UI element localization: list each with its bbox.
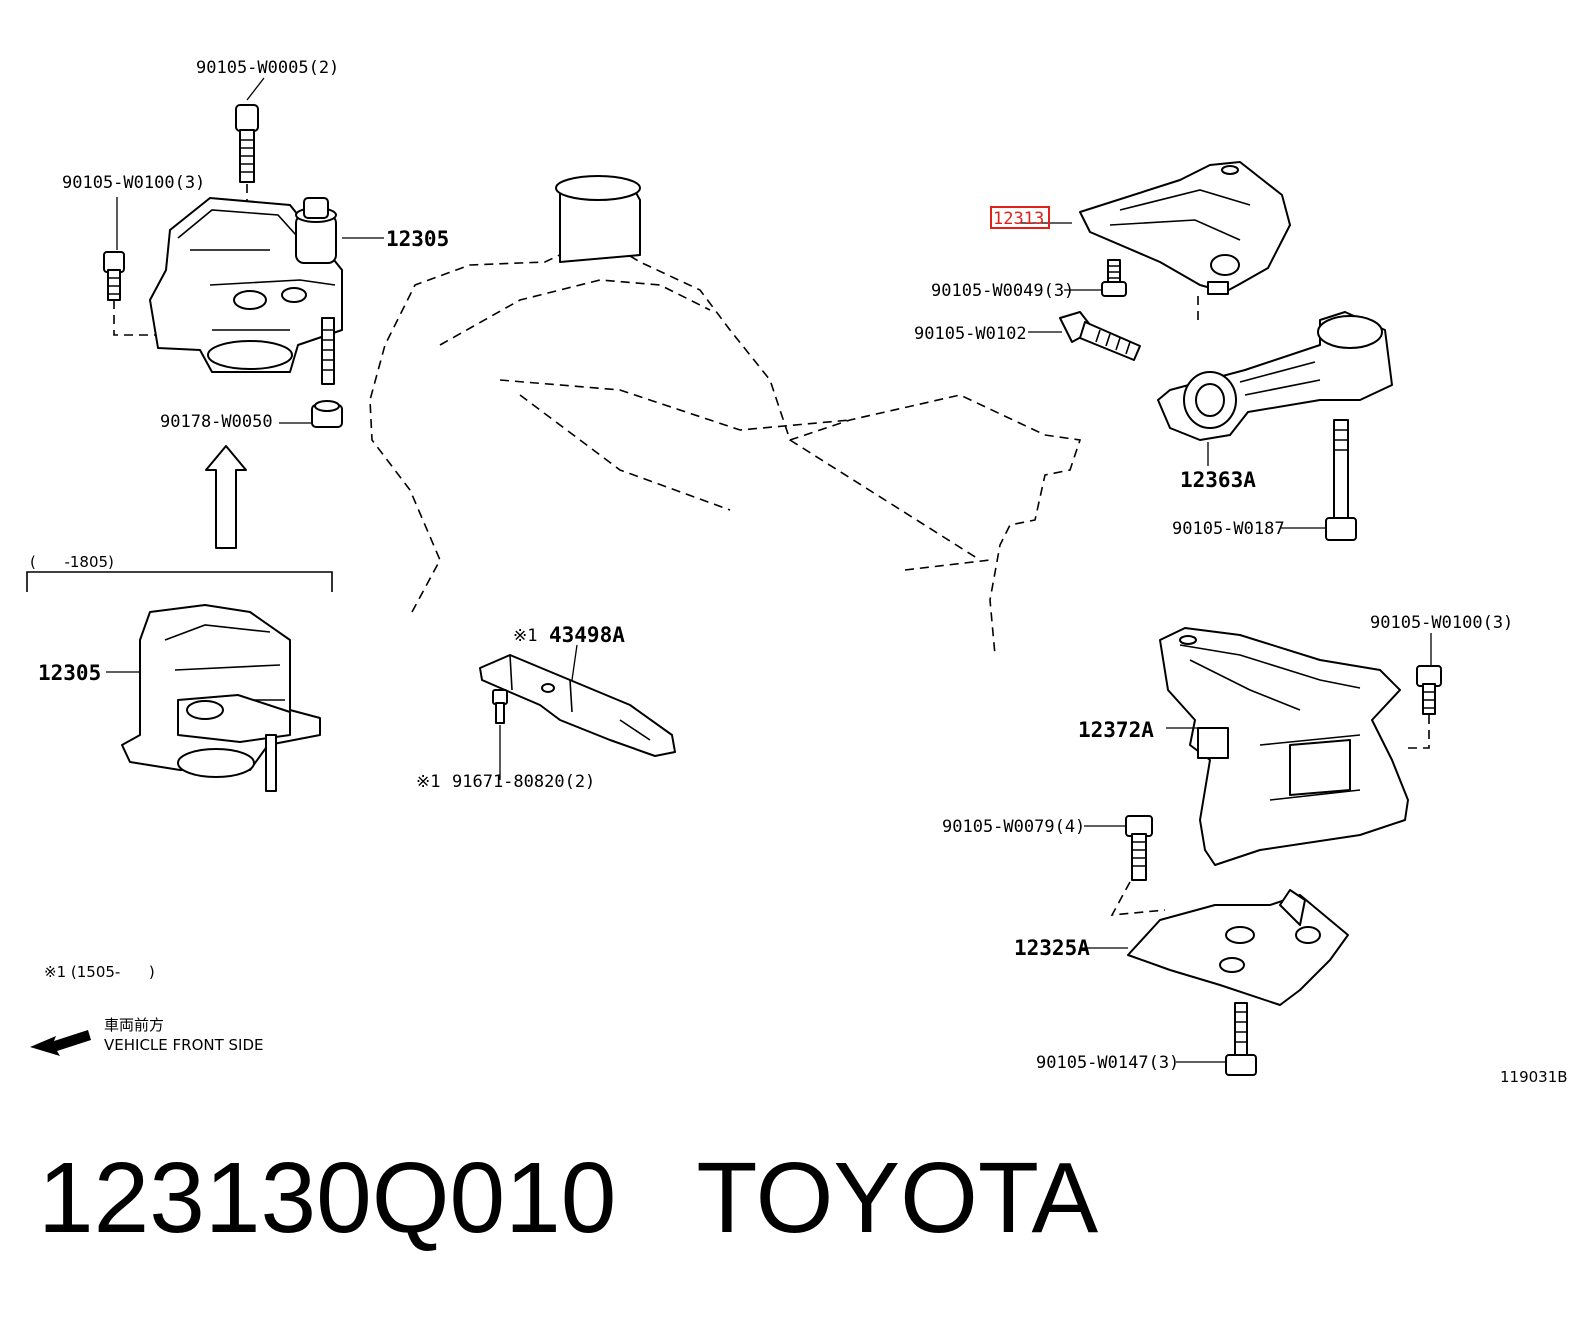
label-bracket-center: 43498A [549, 623, 625, 647]
label-nut-left: 90178-W0050 [160, 412, 273, 432]
footer-title: 123130Q010 TOYOTA [38, 1138, 1578, 1258]
label-direction-en: VEHICLE FRONT SIDE [104, 1036, 264, 1054]
label-bolt-top: 90105-W0005(2) [196, 58, 339, 78]
torque-rod-12363a-icon [1157, 311, 1393, 441]
label-bolt-w0102: 90105-W0102 [914, 324, 1027, 344]
bolt-w0049-icon [1101, 259, 1127, 297]
highlight-box [990, 206, 1050, 229]
parts-diagram: 90105-W0005(2) 90105-W0100(3) 12305 9017… [26, 58, 1568, 1086]
arrow-left-icon [30, 1030, 91, 1056]
label-bolt-w0147: 90105-W0147(3) [1036, 1053, 1179, 1073]
engine-mount-top-left-icon [149, 197, 343, 385]
label-direction-jp: 車両前方 [104, 1016, 164, 1034]
nut-left-icon [311, 400, 343, 428]
bolt-left-icon [103, 251, 125, 301]
engine-mount-lower-left-icon [121, 604, 321, 792]
bolt-top-icon [235, 104, 259, 183]
bracket-12325a-icon [1127, 889, 1349, 1006]
label-mount-right: 12372A [1078, 718, 1154, 742]
label-bolt-left: 90105-W0100(3) [62, 173, 205, 193]
leader-lines [106, 77, 1432, 1063]
label-bracket-right-lower: 12325A [1014, 936, 1090, 960]
label-bolt-w0049: 90105-W0049(3) [931, 281, 1074, 301]
label-bolt-right-upper: 90105-W0100(3) [1370, 613, 1513, 633]
bracket-12313-icon [1079, 161, 1291, 295]
bolt-w0147-icon [1225, 1002, 1257, 1076]
engine-outline [369, 175, 1082, 656]
label-part-highlighted[interactable]: 12313 [993, 209, 1044, 229]
bolt-w0079-icon [1125, 815, 1153, 881]
label-bolt-w0187: 90105-W0187 [1172, 519, 1285, 539]
label-bracket-center-mark: ※1 [513, 626, 537, 646]
bolt-w0102-icon [1059, 311, 1141, 361]
label-mount-lower-left: 12305 [38, 661, 101, 685]
mount-12372a-icon [1159, 627, 1409, 866]
brand-name: TOYOTA [696, 1142, 1099, 1254]
part-number: 123130Q010 [38, 1142, 617, 1254]
arrow-up-icon [205, 445, 247, 549]
bracket-center-icon [479, 654, 676, 757]
bolt-center-icon [492, 689, 508, 724]
label-bolt-center: 91671-80820(2) [452, 772, 595, 792]
label-diagram-code: 119031B [1500, 1068, 1568, 1086]
label-mount-top-left: 12305 [386, 227, 449, 251]
label-range-bracket: ( -1805) [30, 553, 114, 571]
label-rod: 12363A [1180, 468, 1256, 492]
label-bolt-center-mark: ※1 [416, 772, 440, 792]
range-bracket [26, 571, 333, 592]
label-footnote: ※1 (1505- ) [44, 963, 155, 981]
bolt-right-upper-icon [1416, 665, 1442, 715]
label-bolt-w0079: 90105-W0079(4) [942, 817, 1085, 837]
bolt-w0187-icon [1325, 419, 1357, 541]
